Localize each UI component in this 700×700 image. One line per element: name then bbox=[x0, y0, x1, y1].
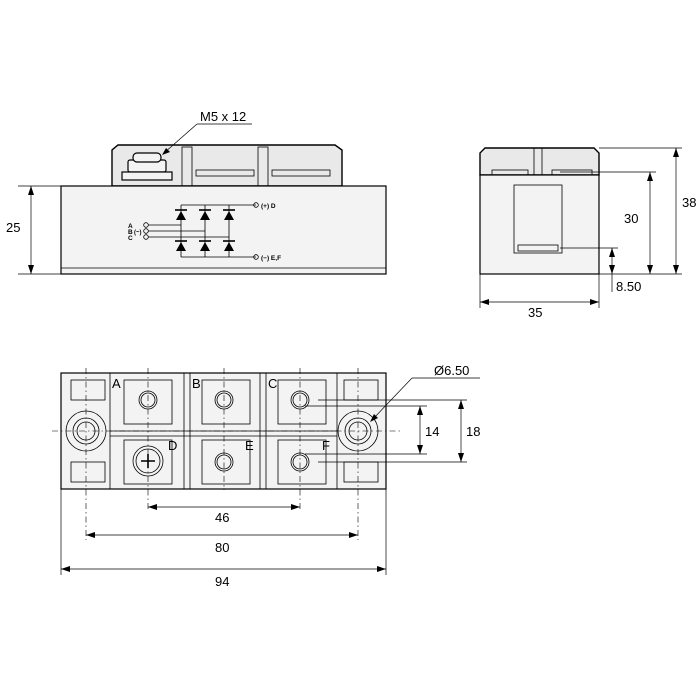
end-terminal-window bbox=[513, 184, 563, 254]
hole-diameter-callout: Ø6.50 bbox=[370, 363, 480, 422]
dimension-pitch-14: 14 bbox=[305, 405, 439, 455]
schematic-label-c: C bbox=[128, 235, 133, 242]
length-94-label: 94 bbox=[215, 574, 229, 589]
screw-size-label: M5 x 12 bbox=[200, 109, 246, 124]
end-terminal-housing bbox=[479, 147, 600, 176]
dimension-span-46: 46 bbox=[148, 504, 300, 525]
terminal-label-c: C bbox=[268, 376, 277, 391]
dimension-height-38: 38 bbox=[599, 147, 696, 275]
diode-icon bbox=[175, 240, 187, 251]
offset-8-50-label: 8.50 bbox=[616, 279, 641, 294]
width-35-label: 35 bbox=[528, 305, 542, 320]
hole-diameter-label: Ø6.50 bbox=[434, 363, 469, 378]
screw-callout: M5 x 12 bbox=[162, 109, 252, 155]
schematic-label-a: A bbox=[128, 223, 133, 230]
rectifier-schematic: A B (~) C (+) D (−) E,F bbox=[128, 202, 281, 262]
diode-icon bbox=[199, 209, 211, 220]
terminal-label-f: F bbox=[322, 438, 330, 453]
side-terminal-tab bbox=[271, 169, 331, 177]
corner-pad bbox=[70, 461, 106, 483]
end-module-body bbox=[479, 174, 600, 275]
height-38-label: 38 bbox=[682, 195, 696, 210]
dimension-span-80: 80 bbox=[86, 532, 358, 555]
terminal-label-d: D bbox=[168, 438, 177, 453]
schematic-label-positive: (+) D bbox=[261, 203, 276, 210]
end-view: 38 30 8.50 35 bbox=[479, 147, 696, 320]
height-30-label: 30 bbox=[624, 211, 638, 226]
schematic-label-negative: (−) E,F bbox=[261, 255, 281, 262]
pitch-18-label: 18 bbox=[466, 424, 480, 439]
dimension-offset-8-50: 8.50 bbox=[560, 247, 641, 294]
dimension-width-35: 35 bbox=[479, 274, 600, 320]
corner-pad bbox=[70, 379, 106, 401]
dimension-height-25: 25 bbox=[6, 185, 61, 275]
schematic-label-b: B bbox=[128, 229, 133, 236]
diode-icon bbox=[175, 209, 187, 220]
height-25-label: 25 bbox=[6, 220, 20, 235]
diode-icon bbox=[199, 240, 211, 251]
terminal-label-a: A bbox=[112, 376, 121, 391]
output-positive-icon bbox=[253, 202, 259, 208]
span-80-label: 80 bbox=[215, 540, 229, 555]
dimension-height-30: 30 bbox=[560, 171, 656, 274]
screw-icon bbox=[121, 152, 173, 181]
dimension-pitch-18: 18 bbox=[318, 399, 480, 463]
side-terminal-tab bbox=[195, 169, 255, 177]
span-46-label: 46 bbox=[215, 510, 229, 525]
diode-icon bbox=[223, 240, 235, 251]
terminal-label-b: B bbox=[192, 376, 201, 391]
side-module-body bbox=[60, 185, 387, 275]
schematic-label-b-sign: (~) bbox=[134, 230, 142, 236]
terminal-label-e: E bbox=[245, 438, 254, 453]
output-negative-icon bbox=[253, 254, 259, 260]
top-view: A B C D E F Ø6.50 14 bbox=[52, 363, 480, 589]
pitch-14-label: 14 bbox=[425, 424, 439, 439]
side-view: A B (~) C (+) D (−) E,F M5 x 12 25 bbox=[6, 109, 387, 275]
dimension-length-94: 94 bbox=[60, 489, 387, 589]
diode-icon bbox=[223, 209, 235, 220]
